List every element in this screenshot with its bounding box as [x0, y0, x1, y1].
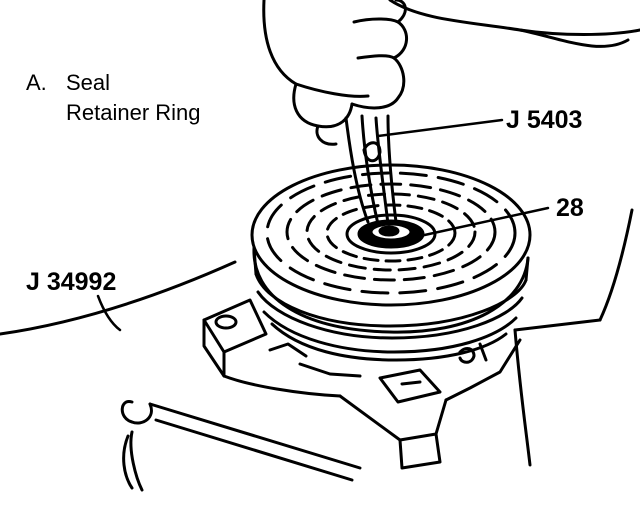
compressor-bracket: [202, 298, 522, 470]
callout-tool-j34992: J 34992: [26, 268, 117, 296]
leader-j34992: [96, 294, 122, 332]
callout-part-28: 28: [556, 194, 584, 222]
leader-28: [418, 206, 550, 238]
hub-seal-area: [357, 219, 425, 249]
legend-seal-label: Seal: [66, 70, 111, 95]
pliers-j5403: [344, 114, 398, 226]
clutch-pulley: [252, 246, 530, 362]
legend-letter: A.: [26, 70, 47, 95]
clamp-hook: [120, 400, 362, 492]
legend-retainer-ring-label: Retainer Ring: [66, 100, 201, 125]
fixture-plate-j34992: [0, 208, 634, 467]
technician-hand: [262, 0, 640, 146]
callout-tool-j5403: J 5403: [506, 106, 583, 134]
leader-lines: [96, 118, 550, 332]
leader-j5403: [376, 118, 504, 138]
